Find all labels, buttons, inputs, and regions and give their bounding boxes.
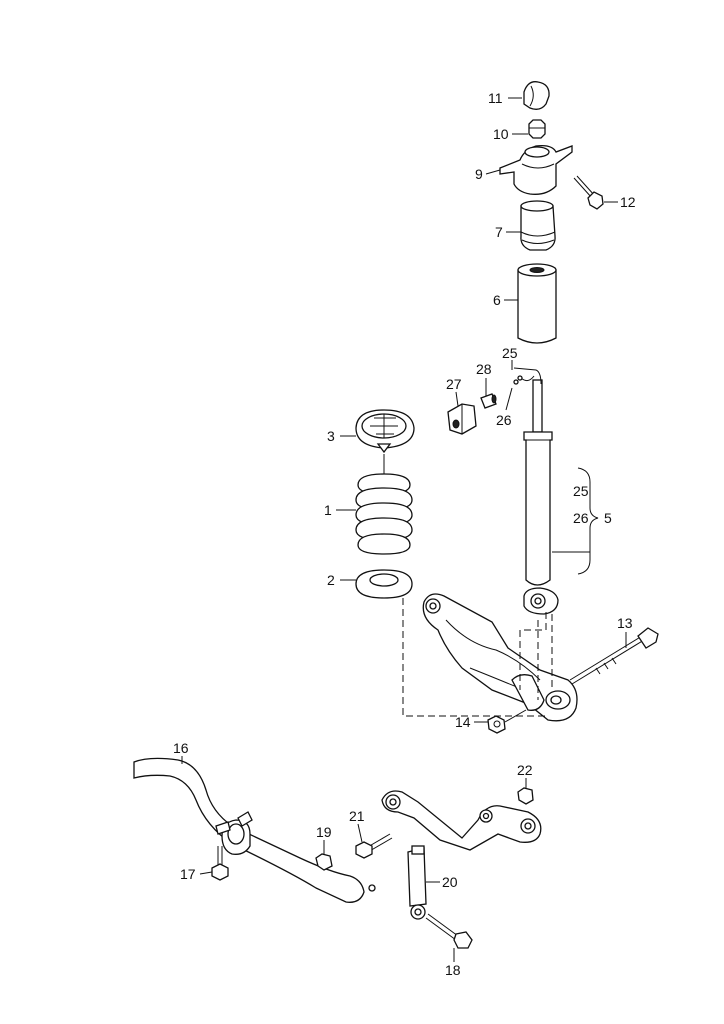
part-28-connector — [480, 393, 497, 409]
callout-7: 7 — [495, 224, 503, 240]
part-10-nut — [528, 119, 546, 139]
callout-6: 6 — [493, 292, 501, 308]
callout-17: 17 — [180, 866, 196, 882]
brace-5 — [552, 467, 599, 575]
part-21-bolt — [355, 833, 393, 859]
callouts: 11 10 9 12 7 6 25 28 27 26 3 1 25 26 5 2… — [173, 90, 636, 978]
part-14-nut — [487, 709, 527, 734]
callout-21: 21 — [349, 808, 365, 824]
callout-19: 19 — [316, 824, 332, 840]
callout-26-brace: 26 — [573, 510, 589, 526]
callout-12: 12 — [620, 194, 636, 210]
part-3-upper-spring-seat — [355, 409, 415, 454]
leader-lines — [181, 97, 627, 962]
part-2-lower-spring-pad — [355, 454, 413, 599]
callout-13: 13 — [617, 615, 633, 631]
callout-20: 20 — [442, 874, 458, 890]
part-9-strut-mount — [499, 144, 573, 195]
part-16-stabilizer-bar — [133, 757, 365, 903]
callout-1: 1 — [324, 502, 332, 518]
callout-28: 28 — [476, 361, 492, 377]
callout-14: 14 — [455, 714, 471, 730]
callout-11: 11 — [488, 90, 503, 106]
callout-5: 5 — [604, 510, 612, 526]
part-17-bolt — [211, 846, 229, 881]
callout-27: 27 — [446, 376, 462, 392]
callout-16: 16 — [173, 740, 189, 756]
part-18-bolt — [425, 913, 473, 949]
callout-22: 22 — [517, 762, 533, 778]
callout-25-brace: 25 — [573, 483, 589, 499]
callout-3: 3 — [327, 428, 335, 444]
part-27-housing — [447, 403, 477, 435]
part-25-sensor-wire — [513, 367, 542, 385]
callout-25: 25 — [502, 345, 518, 361]
stabilizer-bushing — [215, 811, 253, 855]
part-13-long-bolt — [569, 627, 659, 685]
part-20-drop-link — [407, 845, 427, 920]
part-6-dust-boot — [517, 263, 557, 344]
upper-link-arm — [381, 790, 542, 851]
part-5-shock-absorber — [523, 379, 559, 615]
assembly-dashed-lines — [402, 598, 553, 717]
part-7-bump-stop — [520, 200, 556, 251]
lower-control-arm — [422, 593, 578, 722]
part-11-top-cap — [523, 81, 550, 110]
callout-10: 10 — [493, 126, 509, 142]
callout-2: 2 — [327, 572, 335, 588]
callout-9: 9 — [475, 166, 483, 182]
callout-18: 18 — [445, 962, 461, 978]
callout-26: 26 — [496, 412, 512, 428]
part-22-nut — [517, 787, 534, 805]
part-19-nut — [315, 853, 333, 871]
part-1-coil-spring — [355, 473, 413, 555]
bar-hole — [368, 884, 376, 892]
part-12-bolt — [573, 175, 604, 210]
